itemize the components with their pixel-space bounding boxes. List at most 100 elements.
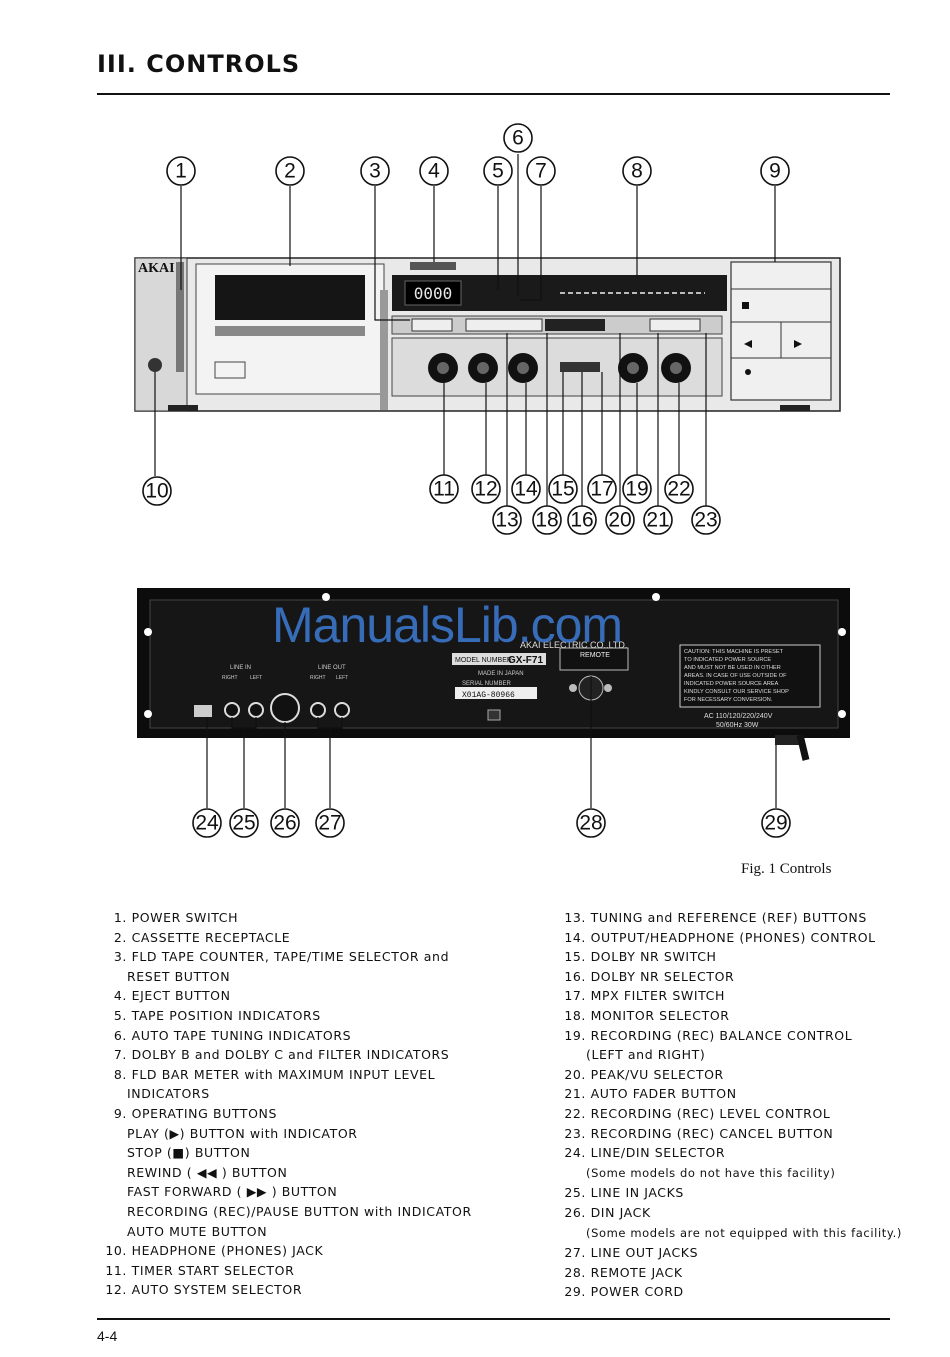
control-label: TIMER START SELECTOR: [131, 1262, 295, 1278]
control-list-item: RESET BUTTON: [103, 967, 533, 987]
svg-text:2: 2: [284, 160, 296, 183]
control-number: 10.: [105, 1243, 127, 1259]
svg-text:7: 7: [535, 160, 547, 183]
control-list-item: 18. MONITOR SELECTOR: [562, 1006, 902, 1026]
control-number: 12.: [105, 1282, 127, 1298]
power-rating-2: 50/60Hz 30W: [716, 722, 759, 729]
callout-16: 16: [567, 505, 597, 535]
control-list-item: (Some models are not equipped with this …: [562, 1223, 902, 1244]
control-number: 23.: [564, 1125, 586, 1141]
callout-8: 8: [622, 156, 652, 186]
control-number: 24.: [564, 1145, 586, 1161]
caution-text: CAUTION: THIS MACHINE IS PRESET TO INDIC…: [684, 649, 790, 703]
control-label: PEAK/VU SELECTOR: [590, 1066, 724, 1082]
control-number: 20.: [564, 1066, 586, 1082]
svg-text:23: 23: [694, 509, 717, 532]
control-label: AUTO MUTE BUTTON: [127, 1223, 268, 1239]
control-number: 2.: [113, 929, 127, 945]
svg-text:1: 1: [175, 160, 187, 183]
control-label: AUTO SYSTEM SELECTOR: [131, 1282, 303, 1298]
callout-13: 13: [492, 505, 522, 535]
callout-12: 12: [471, 474, 501, 504]
control-label: LINE IN JACKS: [590, 1185, 684, 1201]
control-label: DIN JACK: [590, 1204, 651, 1220]
control-label: EJECT BUTTON: [131, 988, 231, 1004]
svg-text:22: 22: [667, 478, 690, 501]
control-label: MPX FILTER SWITCH: [590, 988, 725, 1004]
control-list-item: 9. OPERATING BUTTONS: [103, 1104, 533, 1124]
callout-10: 10: [142, 476, 172, 506]
tape-counter: 0000: [414, 284, 453, 303]
control-list-item: 26. DIN JACK: [562, 1203, 902, 1223]
callout-18: 18: [532, 505, 562, 535]
control-list-item: AUTO MUTE BUTTON: [103, 1222, 533, 1242]
control-label: DOLBY NR SWITCH: [590, 949, 717, 965]
control-number: 4.: [113, 988, 127, 1004]
control-list-item: 22. RECORDING (REC) LEVEL CONTROL: [562, 1104, 902, 1124]
callout-24: 24: [192, 808, 222, 838]
rear-leader-lines: [206, 676, 777, 808]
control-label: PLAY (▶) BUTTON with INDICATOR: [127, 1125, 358, 1141]
model-number: GX-F71: [508, 655, 543, 666]
control-label: DOLBY B and DOLBY C and FILTER INDICATOR…: [131, 1047, 450, 1063]
control-label: POWER SWITCH: [131, 910, 239, 925]
control-label: FLD BAR METER with MAXIMUM INPUT LEVEL: [131, 1066, 436, 1082]
control-list-item: 3. FLD TAPE COUNTER, TAPE/TIME SELECTOR …: [103, 947, 533, 967]
control-number: 3.: [113, 949, 127, 965]
control-number: 16.: [564, 968, 586, 984]
control-list-item: 11. TIMER START SELECTOR: [103, 1261, 533, 1281]
control-number: 27.: [564, 1245, 586, 1261]
control-label: TAPE POSITION INDICATORS: [131, 1007, 321, 1023]
made-in-label: MADE IN JAPAN: [478, 671, 524, 677]
callout-26: 26: [270, 808, 300, 838]
brand-logo: AKAI: [138, 261, 175, 276]
svg-text:16: 16: [570, 509, 593, 532]
headphone-jack: [148, 358, 162, 372]
line-out-left-label: LEFT: [336, 675, 348, 681]
line-in-label: LINE IN: [230, 665, 251, 671]
control-number: 9.: [113, 1105, 127, 1121]
control-list-item: 21. AUTO FADER BUTTON: [562, 1084, 902, 1104]
figure-caption: Fig. 1 Controls: [741, 861, 832, 877]
callout-11: 11: [429, 474, 459, 504]
control-label: DOLBY NR SELECTOR: [590, 968, 735, 984]
line-in-right-label: RIGHT: [222, 675, 238, 681]
serial-label: SERIAL NUMBER: [462, 681, 511, 687]
control-label: LINE/DIN SELECTOR: [590, 1145, 726, 1161]
control-label: RECORDING (REC) BALANCE CONTROL: [590, 1027, 853, 1043]
control-number: 8.: [113, 1066, 127, 1082]
control-number: 28.: [564, 1264, 586, 1280]
control-label: AUTO FADER BUTTON: [590, 1086, 737, 1102]
control-label: HEADPHONE (PHONES) JACK: [131, 1243, 324, 1259]
callout-20: 20: [605, 505, 635, 535]
callout-15: 15: [548, 474, 578, 504]
control-list-item: 4. EJECT BUTTON: [103, 986, 533, 1006]
callout-2: 2: [275, 156, 305, 186]
page-title: III. CONTROLS: [97, 50, 301, 78]
control-list-item: 8. FLD BAR METER with MAXIMUM INPUT LEVE…: [103, 1065, 533, 1085]
callout-3: 3: [360, 156, 390, 186]
control-list-item: REWIND ( ◀◀ ) BUTTON: [103, 1163, 533, 1183]
svg-text:18: 18: [535, 509, 558, 532]
control-list-item: 28. REMOTE JACK: [562, 1263, 902, 1283]
control-list-item: 23. RECORDING (REC) CANCEL BUTTON: [562, 1124, 902, 1144]
watermark-link[interactable]: ManualsLib.com: [272, 597, 623, 653]
control-list-item: 6. AUTO TAPE TUNING INDICATORS: [103, 1026, 533, 1046]
control-number: 11.: [105, 1262, 127, 1278]
control-list-item: RECORDING (REC)/PAUSE BUTTON with INDICA…: [103, 1202, 533, 1222]
control-list-item: 7. DOLBY B and DOLBY C and FILTER INDICA…: [103, 1045, 533, 1065]
control-label: POWER CORD: [590, 1284, 684, 1300]
control-list-item: PLAY (▶) BUTTON with INDICATOR: [103, 1124, 533, 1144]
control-list-item: (Some models do not have this facility): [562, 1163, 902, 1184]
control-number: 22.: [564, 1105, 586, 1121]
rear-panel-drawing: AKAI ELECTRIC CO.,LTD. MODEL NUMBER GX-F…: [137, 588, 850, 761]
control-label: (LEFT and RIGHT): [586, 1047, 706, 1063]
control-label: LINE OUT JACKS: [590, 1245, 699, 1261]
control-number: 14.: [564, 929, 586, 945]
control-number: 1.: [113, 910, 127, 925]
control-list-item: 29. POWER CORD: [562, 1282, 902, 1302]
control-label: REMOTE JACK: [590, 1264, 683, 1280]
control-list-item: 17. MPX FILTER SWITCH: [562, 986, 902, 1006]
cassette-window: [215, 275, 365, 320]
